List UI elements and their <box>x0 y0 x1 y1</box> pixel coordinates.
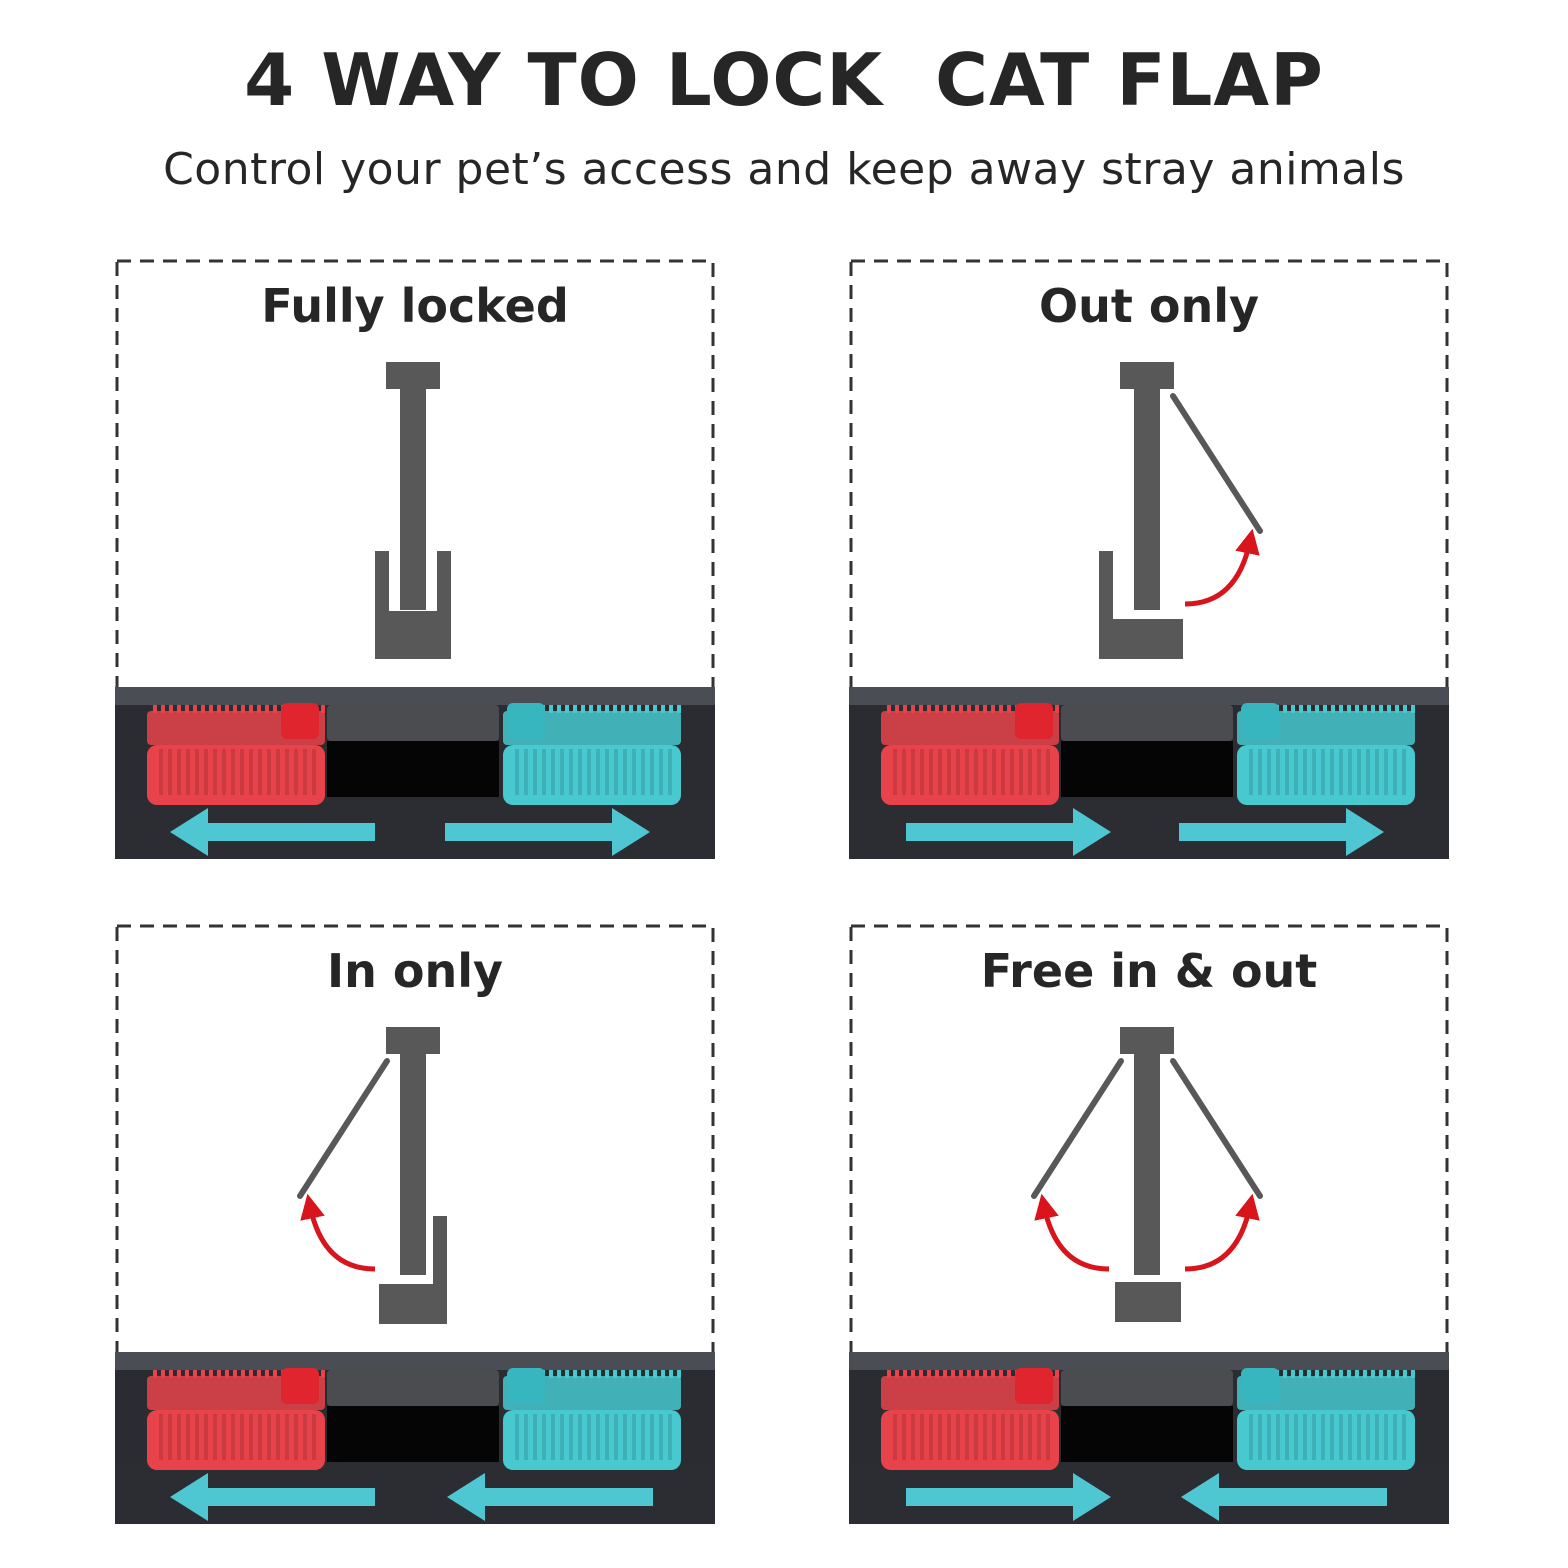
mode-panel-free-in-out: Free in & out <box>849 924 1449 1524</box>
red-slider-direction-arrow <box>906 808 1111 856</box>
red-lock-slider <box>881 703 1059 805</box>
blue-lock-slider <box>503 1368 681 1470</box>
in-swing-arrow <box>1034 1193 1110 1272</box>
mode-label: Out only <box>1039 279 1259 333</box>
flap-pole <box>400 362 426 610</box>
mode-panel-in-only: In only <box>115 924 715 1524</box>
blue-slider-direction-arrow <box>445 808 650 856</box>
blue-slider-direction-arrow <box>447 1473 653 1521</box>
flap-icon <box>1099 362 1183 659</box>
flap-icon <box>1115 1027 1181 1322</box>
flap-icon <box>375 362 451 659</box>
swung-flap-in <box>297 1058 390 1199</box>
flap-pole <box>1134 362 1160 610</box>
red-slider-direction-arrow <box>170 1473 375 1521</box>
blue-slider-direction-arrow <box>1181 1473 1387 1521</box>
page-subtitle: Control your pet’s access and keep away … <box>163 144 1405 195</box>
mode-label: Free in & out <box>980 944 1318 998</box>
flap-icon <box>379 1027 447 1324</box>
swung-flap-in <box>1031 1058 1124 1199</box>
flap-latch-right <box>379 1216 447 1324</box>
mode-panel-fully-locked: Fully locked <box>115 259 715 859</box>
flap-diagram <box>115 362 715 859</box>
blue-lock-slider <box>1237 703 1415 805</box>
red-lock-slider <box>147 1368 325 1470</box>
red-lock-slider <box>881 1368 1059 1470</box>
blue-lock-slider <box>1237 1368 1415 1470</box>
flap-pole <box>400 1027 426 1275</box>
flap-diagram <box>115 1027 715 1524</box>
out-swing-arrow <box>1184 1193 1260 1272</box>
mode-label: In only <box>327 944 503 998</box>
page-title: 4 WAY TO LOCK CAT FLAP <box>244 38 1324 122</box>
blue-slider-direction-arrow <box>1179 808 1384 856</box>
blue-lock-slider <box>503 703 681 805</box>
flap-pole <box>1134 1027 1160 1275</box>
flap-diagram <box>849 1027 1449 1524</box>
red-slider-direction-arrow <box>906 1473 1111 1521</box>
flap-diagram <box>849 362 1449 859</box>
mode-label: Fully locked <box>261 279 569 333</box>
out-swing-arrow <box>1184 528 1260 607</box>
red-slider-direction-arrow <box>170 808 375 856</box>
flap-latch-left <box>1099 551 1183 659</box>
swung-flap-out <box>1170 393 1263 534</box>
swung-flap-out <box>1170 1058 1263 1199</box>
red-lock-slider <box>147 703 325 805</box>
flap-latch-both-sides <box>375 551 451 659</box>
mode-panel-out-only: Out only <box>849 259 1449 859</box>
in-swing-arrow <box>300 1193 376 1272</box>
flap-latch-open <box>1115 1282 1181 1322</box>
